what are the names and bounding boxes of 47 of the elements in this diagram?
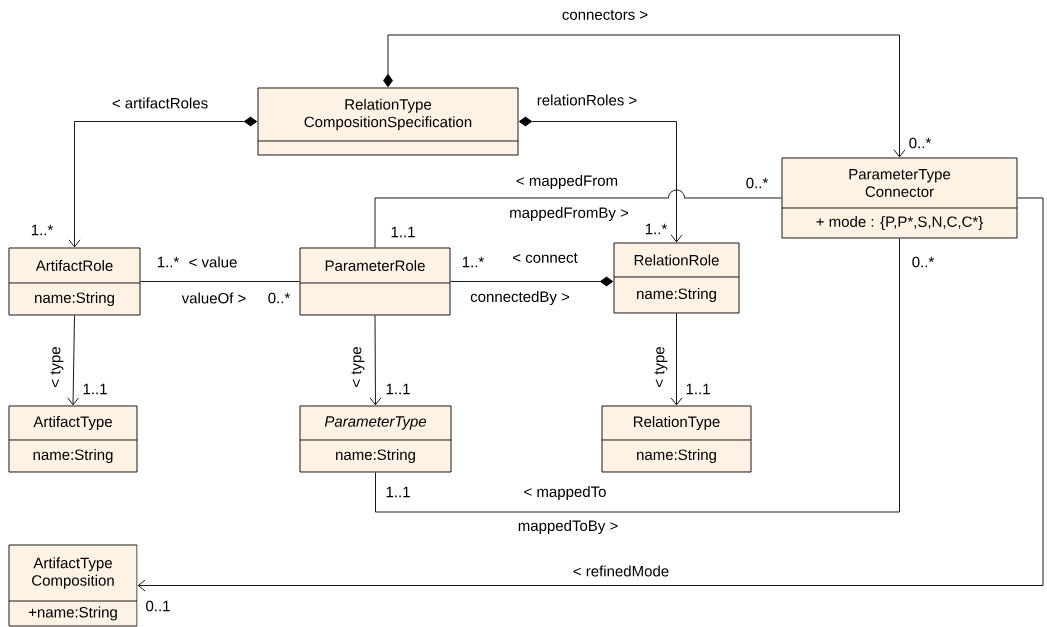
edge-label: < type [49,345,65,389]
multiplicity: 0..* [268,292,291,304]
class-box: ArtifactType Composition +name:String [8,544,138,627]
association-line [450,276,614,287]
edge-label: < type [653,345,669,389]
association-line [137,197,1044,592]
edge-label: < mappedTo [522,485,608,501]
edge-label: < connect [511,252,579,264]
role-label: mappedFromBy > [510,207,629,221]
multiplicity: 1..* [157,256,179,268]
role-label: mappedToBy > [518,520,618,534]
association-line [68,116,258,248]
association-line [67,315,80,406]
multiplicity: 0..* [909,137,932,149]
multiplicity: 1..* [645,223,668,235]
class-box: ParameterType Connector + mode : {P,P*,S,N,C,C*} [781,157,1018,239]
class-box: ParameterRole [299,247,451,316]
association-line [140,281,300,282]
multiplicity: 1..1 [83,383,107,395]
association-line [375,238,900,513]
class-box: ArtifactType name:String [8,405,138,473]
multiplicity: 0..* [746,177,769,189]
class-box: ArtifactRole name:String [8,247,141,316]
edge-label: relationRoles > [535,93,639,107]
association-line [369,315,382,406]
association-line [518,116,683,243]
multiplicity: 1..* [462,256,485,268]
class-box: ParameterType name:String [299,405,452,473]
multiplicity: 1..1 [386,486,410,498]
edge-label: < mappedFrom [514,174,620,190]
class-box: RelationType name:String [601,405,752,473]
association-line [383,34,906,158]
edge-label: connectors > [560,9,650,21]
edge-label: < refinedMode [571,564,671,578]
role-label: connectedBy > [470,291,570,305]
association-line [670,313,683,406]
edge-label: < artifactRoles [110,96,210,110]
role-label: valueOf > [181,292,246,304]
class-box: RelationType CompositionSpecification [257,87,519,156]
multiplicity: 0..1 [146,600,170,612]
multiplicity: 1..1 [386,383,410,395]
edge-label: < type [350,345,366,389]
edge-label: < value [187,255,239,269]
multiplicity: 1..1 [686,383,710,395]
multiplicity: 0..* [912,256,935,268]
association-line [374,189,782,248]
class-box: RelationRole name:String [613,242,740,314]
